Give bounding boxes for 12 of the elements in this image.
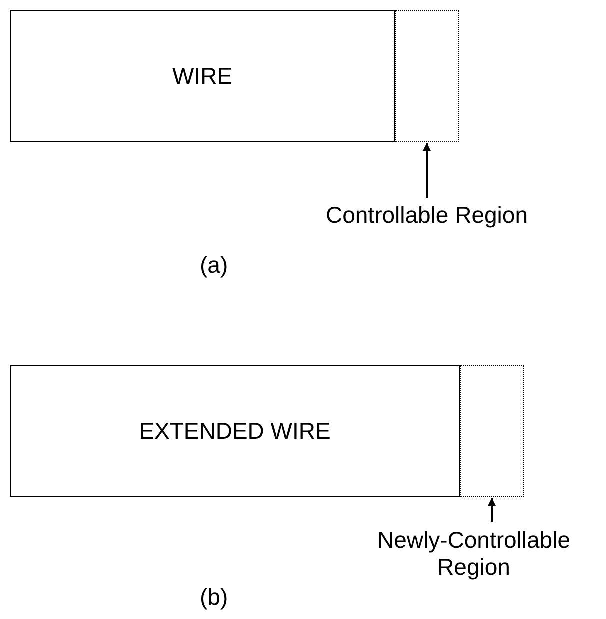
wire-box: [10, 10, 395, 142]
region-label: Controllable Region: [297, 198, 557, 232]
region-box: [460, 365, 524, 497]
panel-label: (b): [200, 584, 228, 611]
wire-box: [10, 365, 460, 497]
arrow: [488, 498, 496, 522]
region-label: Newly-Controllable Region: [346, 522, 602, 586]
wire-label: WIRE: [172, 62, 233, 90]
region-box: [395, 10, 459, 142]
panel-label: (a): [200, 252, 228, 279]
arrow: [423, 143, 431, 198]
wire-label: EXTENDED WIRE: [139, 418, 331, 444]
